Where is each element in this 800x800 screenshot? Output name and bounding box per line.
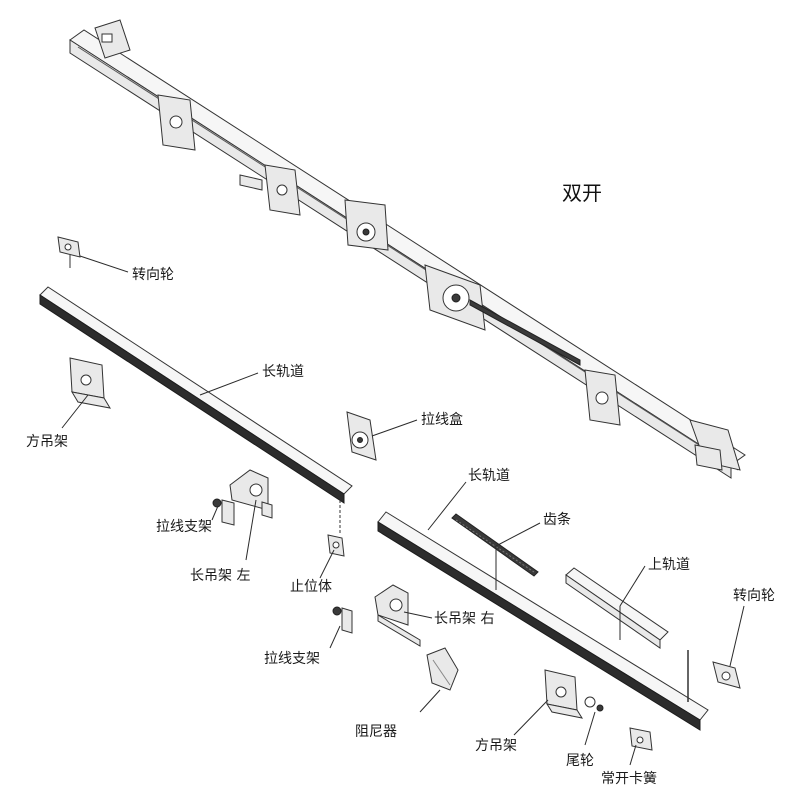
- label-long-hanger-left: 长吊架 左: [190, 568, 250, 584]
- label-long-track-left: 长轨道: [262, 364, 304, 380]
- stopper-part: [327, 500, 345, 557]
- label-stopper: 止位体: [290, 579, 332, 595]
- label-turning-wheel-top: 转向轮: [132, 267, 174, 283]
- assembled-track-assembly: [69, 19, 746, 479]
- open-spring-clip-part: [629, 727, 653, 751]
- square-hanger-right-part: [544, 669, 584, 719]
- label-square-hanger-right: 方吊架: [475, 738, 517, 754]
- long-hanger-right-part: [374, 584, 421, 647]
- cable-bracket-left-part: [212, 498, 235, 526]
- label-long-track-right: 长轨道: [468, 468, 510, 484]
- square-hanger-left-part: [69, 357, 112, 409]
- label-open-spring-clip: 常开卡簧: [601, 771, 657, 787]
- right-parts-group: [332, 511, 741, 751]
- cable-bracket-right-part: [332, 606, 353, 634]
- label-damper: 阻尼器: [355, 724, 397, 740]
- label-square-hanger-left: 方吊架: [26, 434, 68, 450]
- damper-part: [426, 647, 459, 691]
- long-track-right-part: [377, 511, 709, 731]
- tail-wheel-part: [584, 696, 604, 712]
- turning-wheel-right-part: [687, 650, 741, 702]
- label-tail-wheel: 尾轮: [566, 753, 594, 769]
- diagram-title: 双开: [562, 181, 602, 205]
- label-cable-bracket-left: 拉线支架: [156, 519, 212, 535]
- label-upper-track: 上轨道: [648, 557, 690, 573]
- long-track-left-part: [39, 286, 353, 504]
- label-turning-wheel-right: 转向轮: [733, 588, 775, 604]
- long-hanger-left-part: [229, 469, 273, 519]
- label-cable-box: 拉线盒: [421, 411, 463, 428]
- upper-track-part: [565, 567, 669, 649]
- cable-box-part: [346, 411, 377, 461]
- label-cable-bracket-right: 拉线支架: [264, 651, 320, 667]
- turning-wheel-top-part: [57, 236, 81, 268]
- label-rack: 齿条: [543, 511, 571, 528]
- rack-part: [451, 513, 539, 577]
- left-parts-group: [39, 236, 377, 557]
- leader-lines: [61, 255, 745, 766]
- label-long-hanger-right: 长吊架 右: [434, 611, 494, 627]
